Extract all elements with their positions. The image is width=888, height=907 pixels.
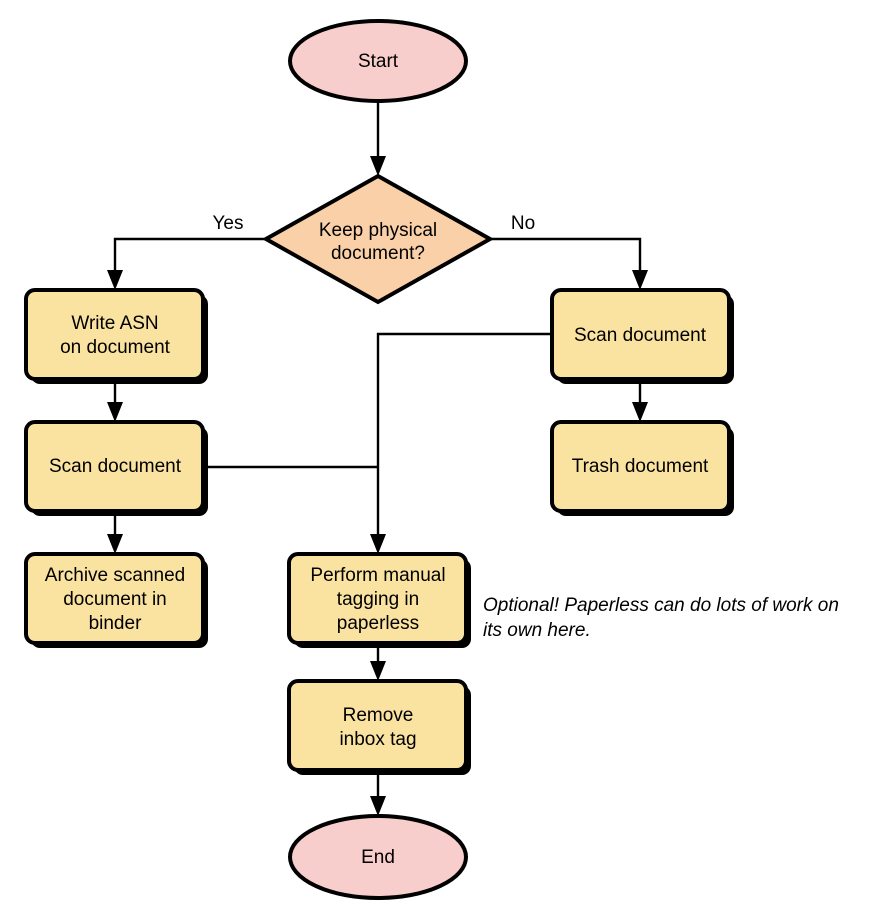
node-tagging-label-line2: tagging in xyxy=(337,589,419,610)
edge-decision-no-to-scan-right xyxy=(490,237,648,290)
node-tagging-label-line1: Perform manual xyxy=(310,565,445,586)
edge-scan-left-to-archive xyxy=(107,511,123,554)
node-write-asn-label-line1: Write ASN xyxy=(71,313,158,334)
node-start[interactable]: Start xyxy=(288,19,468,103)
edge-start-to-decision xyxy=(370,101,386,176)
node-scan-document-right-label: Scan document xyxy=(574,325,707,346)
node-scan-document-right[interactable]: Scan document xyxy=(550,288,734,384)
node-write-asn-label-line2: on document xyxy=(60,337,171,358)
edge-tagging-to-remove-inbox xyxy=(370,643,386,681)
node-remove-inbox-label-line2: inbox tag xyxy=(339,729,416,750)
node-remove-inbox-label-line1: Remove xyxy=(343,705,414,726)
node-scan-document-left[interactable]: Scan document xyxy=(24,420,208,516)
node-trash-document[interactable]: Trash document xyxy=(550,420,734,516)
node-remove-inbox-tag[interactable]: Remove inbox tag xyxy=(287,679,471,775)
annotation-note-optional: Optional! Paperless can do lots of work … xyxy=(483,595,839,641)
annotation-note-line2: its own here. xyxy=(483,620,591,641)
edge-scan-right-to-trash xyxy=(632,379,648,422)
node-scan-document-left-label: Scan document xyxy=(49,456,182,477)
node-start-label: Start xyxy=(358,51,399,72)
edge-decision-yes-to-write-asn xyxy=(107,237,266,290)
node-archive-label-line1: Archive scanned xyxy=(45,565,185,586)
node-perform-manual-tagging[interactable]: Perform manual tagging in paperless xyxy=(287,552,471,648)
node-tagging-label-line3: paperless xyxy=(337,613,419,634)
node-archive-label-line3: binder xyxy=(89,613,142,634)
node-end-label: End xyxy=(361,847,395,868)
edge-label-yes: Yes xyxy=(213,213,244,234)
node-archive-label-line2: document in xyxy=(63,589,167,610)
node-trash-document-label: Trash document xyxy=(572,456,709,477)
edge-scan-right-to-tagging xyxy=(370,332,552,554)
node-decision-label-line1: Keep physical xyxy=(319,220,437,241)
edge-write-asn-to-scan-left xyxy=(107,379,123,422)
node-write-asn-on-document[interactable]: Write ASN on document xyxy=(24,288,208,384)
node-decision-label-line2: document? xyxy=(331,243,425,264)
node-decision-keep-physical-document[interactable]: Keep physical document? xyxy=(261,173,495,305)
edge-remove-inbox-to-end xyxy=(370,772,386,816)
node-archive-scanned-document[interactable]: Archive scanned document in binder xyxy=(24,552,208,648)
annotation-note-line1: Optional! Paperless can do lots of work … xyxy=(483,595,839,616)
edge-label-no: No xyxy=(511,213,535,234)
node-end[interactable]: End xyxy=(288,814,468,900)
